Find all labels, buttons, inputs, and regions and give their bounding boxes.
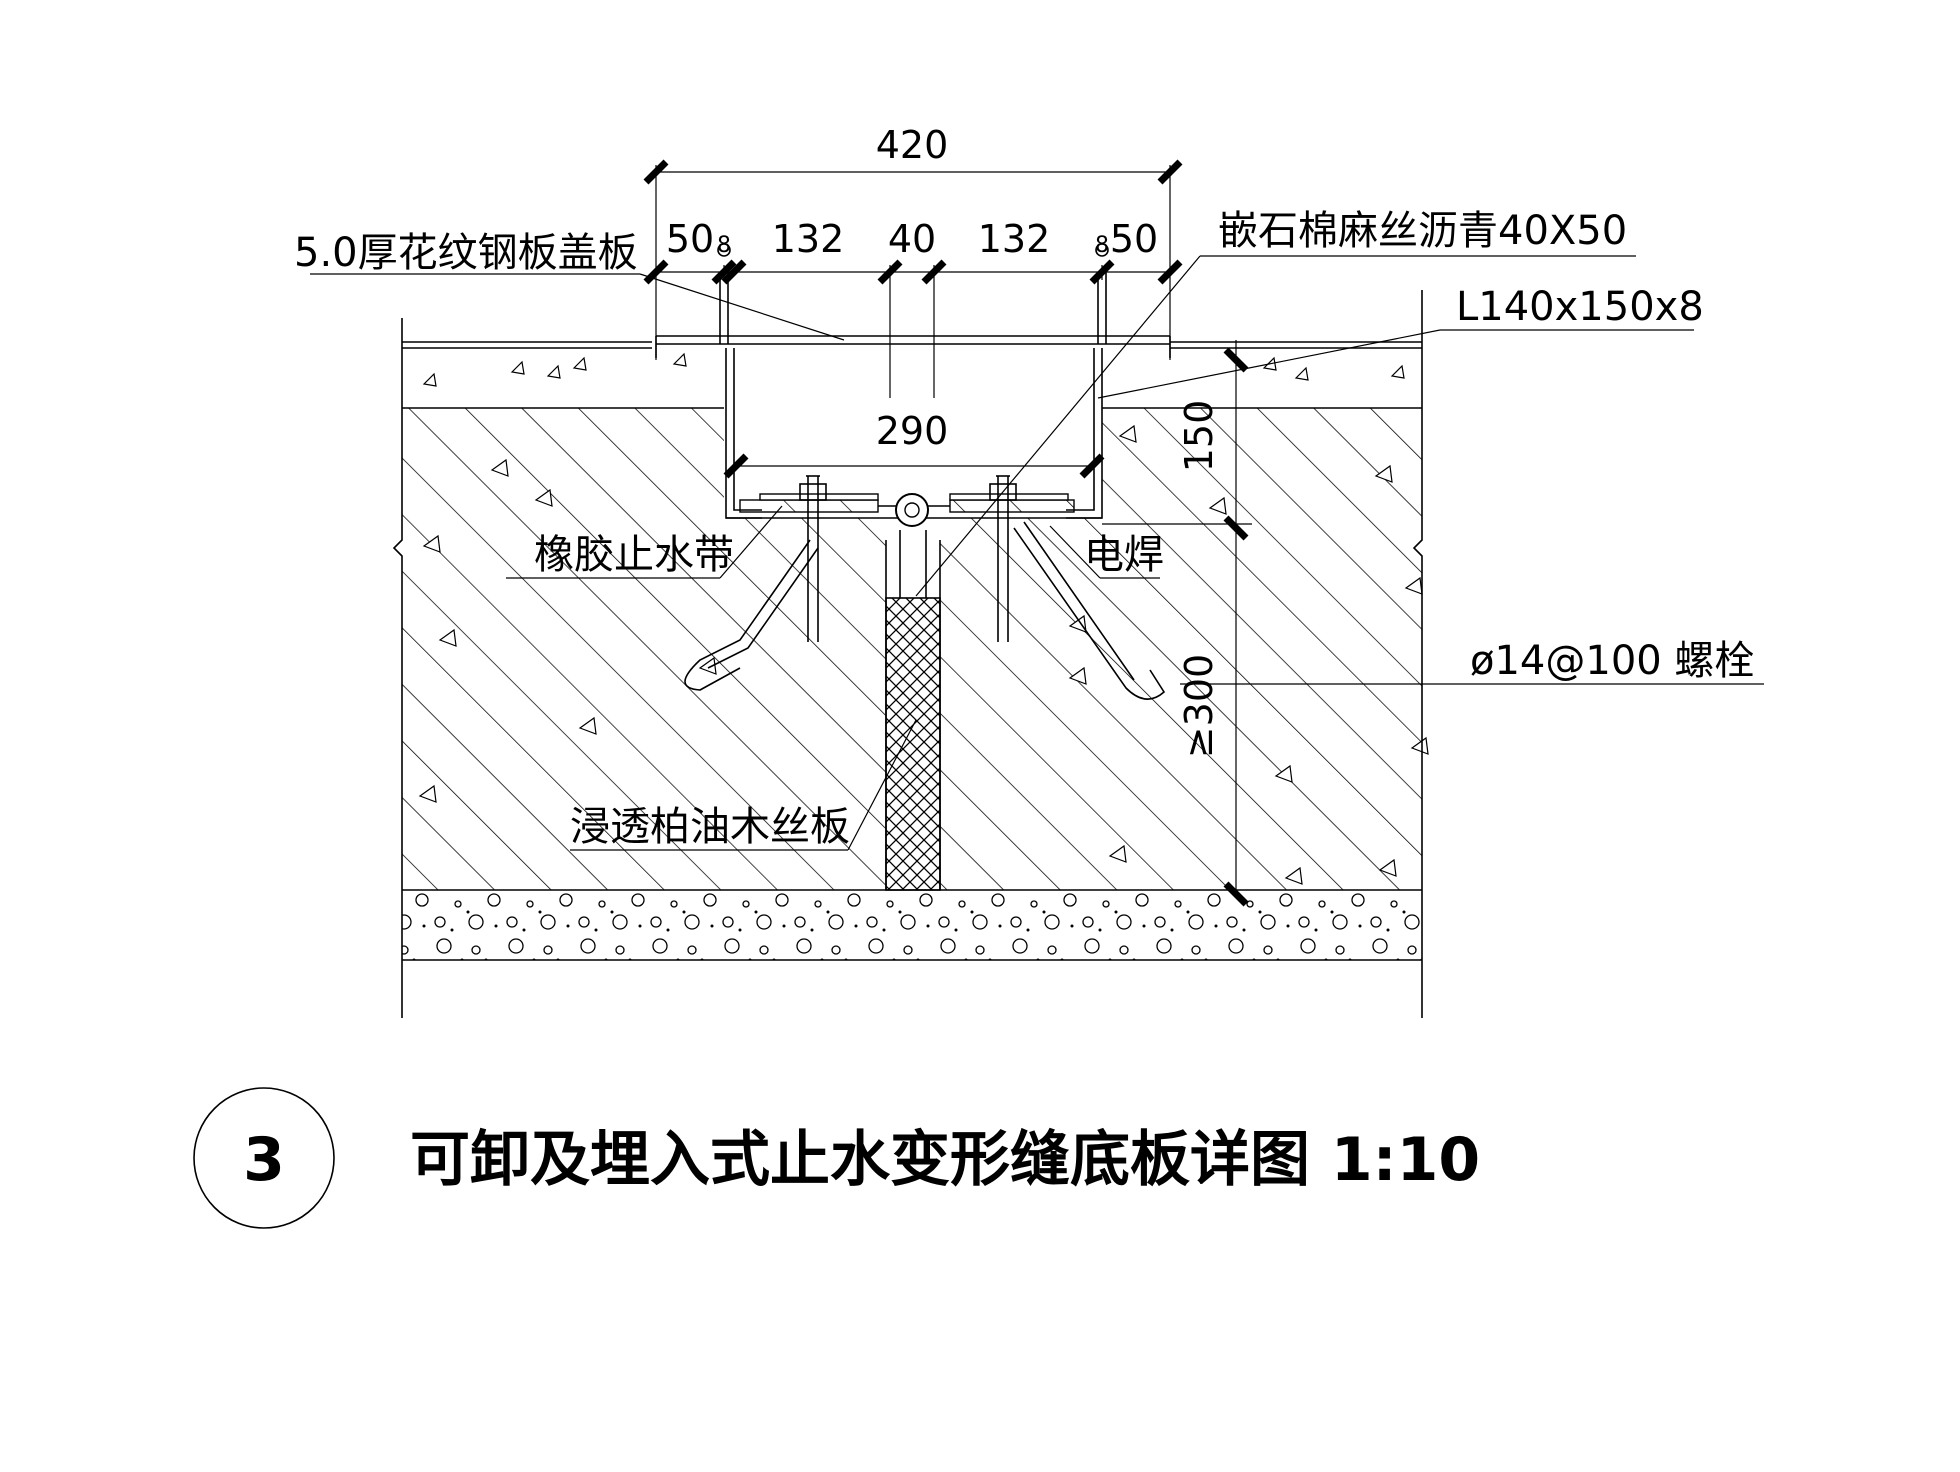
label-board: 浸透柏油木丝板 xyxy=(570,804,850,850)
detail-number-circle xyxy=(193,1087,335,1229)
detail-number: 3 xyxy=(243,1125,285,1195)
section-break-lines xyxy=(392,290,1423,1018)
dim-angle-height: 150 xyxy=(1177,400,1221,473)
checker-plate-cover xyxy=(655,335,1171,358)
dim-right-span: 132 xyxy=(978,217,1051,261)
dim-left-span: 132 xyxy=(772,217,845,261)
label-waterstop: 橡胶止水带 xyxy=(534,532,734,578)
detail-title: 可卸及埋入式止水变形缝底板详图 1:10 xyxy=(410,1125,1480,1195)
label-cover-plate: 5.0厚花纹钢板盖板 xyxy=(294,230,638,276)
dimension-lines xyxy=(643,159,1252,907)
cover-plate-screws xyxy=(717,243,1109,344)
leader-lines xyxy=(310,255,1764,851)
label-weld: 电焊 xyxy=(1084,532,1164,578)
title-block: 3 可卸及埋入式止水变形缝底板详图 1:10 xyxy=(193,1087,1480,1229)
dim-overall-width: 420 xyxy=(876,123,949,167)
dimension-texts: 420 50 8 132 40 132 8 50 290 150 ≥300 xyxy=(666,123,1221,758)
anchor-bolts xyxy=(684,475,1166,700)
label-angle-steel: L140x150x8 xyxy=(1456,284,1704,330)
impregnated-fiber-board xyxy=(885,597,941,891)
component-labels: 5.0厚花纹钢板盖板 嵌石棉麻丝沥青40X50 L140x150x8 橡胶止水带… xyxy=(294,208,1754,850)
label-bolt: ø14@100 螺栓 xyxy=(1470,638,1754,684)
concrete-aggregate-marks xyxy=(418,424,1429,885)
rubber-waterstop xyxy=(739,493,1075,527)
dim-right-cover: 50 xyxy=(1110,217,1158,261)
gravel-cushion-layer xyxy=(402,890,1422,961)
dim-left-cover: 50 xyxy=(666,217,714,261)
dim-right-bolt-gap: 8 xyxy=(1095,233,1109,258)
top-screed-layer xyxy=(402,341,1422,387)
label-filler: 嵌石棉麻丝沥青40X50 xyxy=(1218,208,1627,254)
dim-anchor-depth: ≥300 xyxy=(1177,654,1221,758)
structural-slab xyxy=(402,407,1422,891)
dim-left-bolt-gap: 8 xyxy=(717,233,731,258)
dim-joint-gap: 40 xyxy=(888,217,936,261)
dim-inner-width: 290 xyxy=(876,409,949,453)
